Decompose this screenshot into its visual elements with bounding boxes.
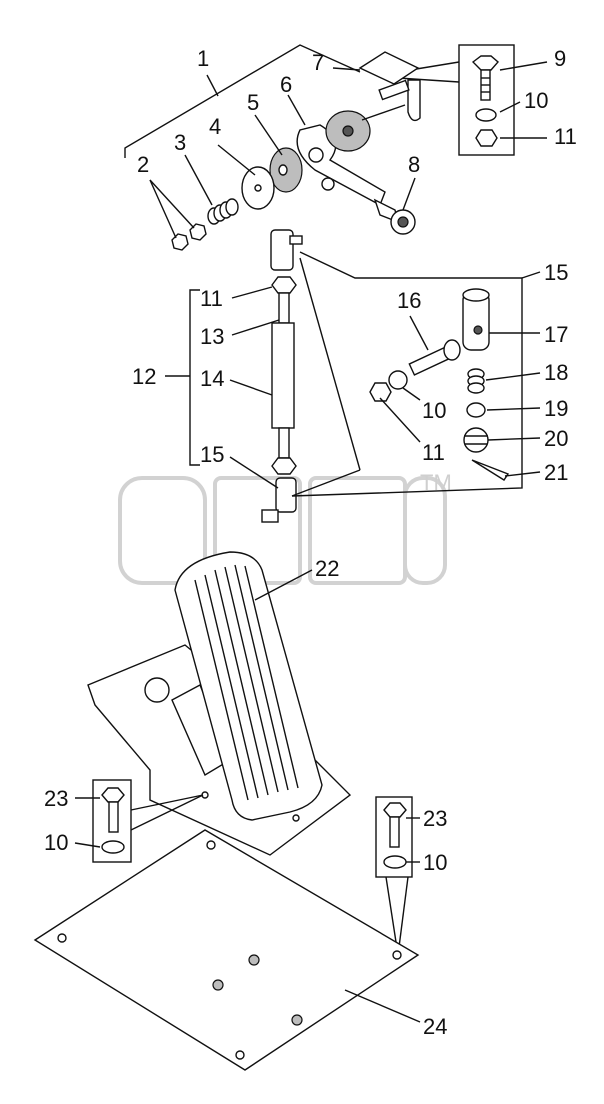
leader-8 xyxy=(402,177,416,211)
part-8-ball-joint xyxy=(373,198,416,235)
leader-24 xyxy=(344,989,421,1023)
part-24-base-plate xyxy=(33,829,420,1071)
callout-4: 4 xyxy=(209,114,221,139)
group-bracket-12 xyxy=(189,289,200,466)
leader-10c xyxy=(74,842,101,848)
leader-15-low xyxy=(291,469,361,497)
callout-2: 2 xyxy=(137,152,149,177)
leader-19 xyxy=(486,407,541,411)
callout-14: 14 xyxy=(200,366,224,391)
part-16-pin xyxy=(408,339,461,376)
callout-9: 9 xyxy=(554,46,566,71)
leader-5 xyxy=(254,114,283,156)
leader-10a xyxy=(499,101,521,113)
callout-7: 7 xyxy=(312,50,324,75)
rod-assembly xyxy=(261,229,303,523)
part-2-nuts xyxy=(171,223,207,251)
callout-8: 8 xyxy=(408,152,420,177)
callout-10a: 10 xyxy=(524,88,548,113)
leader-14 xyxy=(229,379,273,396)
callout-19: 19 xyxy=(544,396,568,421)
leader-11c xyxy=(379,397,421,443)
part-23-bolt-right xyxy=(383,802,407,848)
part-6-screw xyxy=(361,104,406,121)
part-6-lever xyxy=(296,104,406,206)
callout-23a: 23 xyxy=(44,786,68,811)
callout-18: 18 xyxy=(544,360,568,385)
leader-11b xyxy=(231,286,273,299)
leader-15b xyxy=(229,456,279,489)
part-10-washer-left xyxy=(101,840,125,854)
callout-16: 16 xyxy=(397,288,421,313)
part-23-bolt-left xyxy=(101,787,125,833)
callout-10b: 10 xyxy=(422,398,446,423)
callout-21: 21 xyxy=(544,460,568,485)
part-22-pedal xyxy=(87,551,352,856)
part-20-cap xyxy=(463,427,489,453)
callout-23b: 23 xyxy=(423,806,447,831)
hardware-box-9-11 xyxy=(458,44,515,156)
callout-15a: 15 xyxy=(544,260,568,285)
part-17-sleeve xyxy=(462,288,490,351)
hardware-box-left xyxy=(92,779,132,863)
leader-13 xyxy=(231,319,280,336)
callout-1: 1 xyxy=(197,46,209,71)
part-5-disc xyxy=(269,147,303,193)
leader-left-b xyxy=(130,794,204,831)
leader-3 xyxy=(184,154,213,206)
part-4-washer xyxy=(241,166,275,210)
leader-right-b xyxy=(397,876,409,956)
leader-9 xyxy=(499,61,548,71)
part-10-washer-right xyxy=(383,855,407,869)
callout-20: 20 xyxy=(544,426,568,451)
part-9-bolt xyxy=(471,55,499,101)
leader-22 xyxy=(254,569,313,601)
leader-16 xyxy=(409,315,429,351)
callout-13: 13 xyxy=(200,324,224,349)
callout-11a: 11 xyxy=(554,124,577,149)
callout-10c: 10 xyxy=(44,830,68,855)
leader-21 xyxy=(504,471,541,477)
leader-left-a xyxy=(130,794,204,811)
leader-15a xyxy=(521,271,541,279)
leader-7-box-b xyxy=(397,77,460,83)
leader-10b xyxy=(402,387,421,401)
part-7-bracket xyxy=(358,51,421,122)
leader-20 xyxy=(487,437,541,441)
part-10-washer-a xyxy=(475,108,497,122)
callout-5: 5 xyxy=(247,90,259,115)
leader-4 xyxy=(217,144,256,176)
callout-3: 3 xyxy=(174,130,186,155)
callout-15b: 15 xyxy=(200,442,224,467)
callout-11b: 11 xyxy=(200,286,223,311)
callout-17: 17 xyxy=(544,322,568,347)
callout-12: 12 xyxy=(132,364,156,389)
callout-11c: 11 xyxy=(422,440,445,465)
part-11-nut-a xyxy=(475,129,498,147)
leader-2b xyxy=(149,179,195,229)
leader-15-diag xyxy=(299,257,361,471)
part-3-spring xyxy=(207,198,239,225)
callout-22: 22 xyxy=(315,556,339,581)
leader-1 xyxy=(206,74,219,97)
part-21-cotter-pin xyxy=(471,459,510,481)
callout-10d: 10 xyxy=(423,850,447,875)
part-18-spring xyxy=(467,368,485,394)
leader-6 xyxy=(287,94,306,126)
callout-24: 24 xyxy=(423,1014,447,1039)
part-10-washer-b xyxy=(388,370,408,390)
group-bracket-1 xyxy=(124,44,361,158)
part-19-washer xyxy=(466,402,486,418)
leader-2a xyxy=(149,179,177,239)
leader-7 xyxy=(332,67,361,71)
part-11-nut-b xyxy=(369,382,392,402)
hardware-box-right xyxy=(375,796,413,878)
leader-18 xyxy=(485,372,541,381)
callout-6: 6 xyxy=(280,72,292,97)
